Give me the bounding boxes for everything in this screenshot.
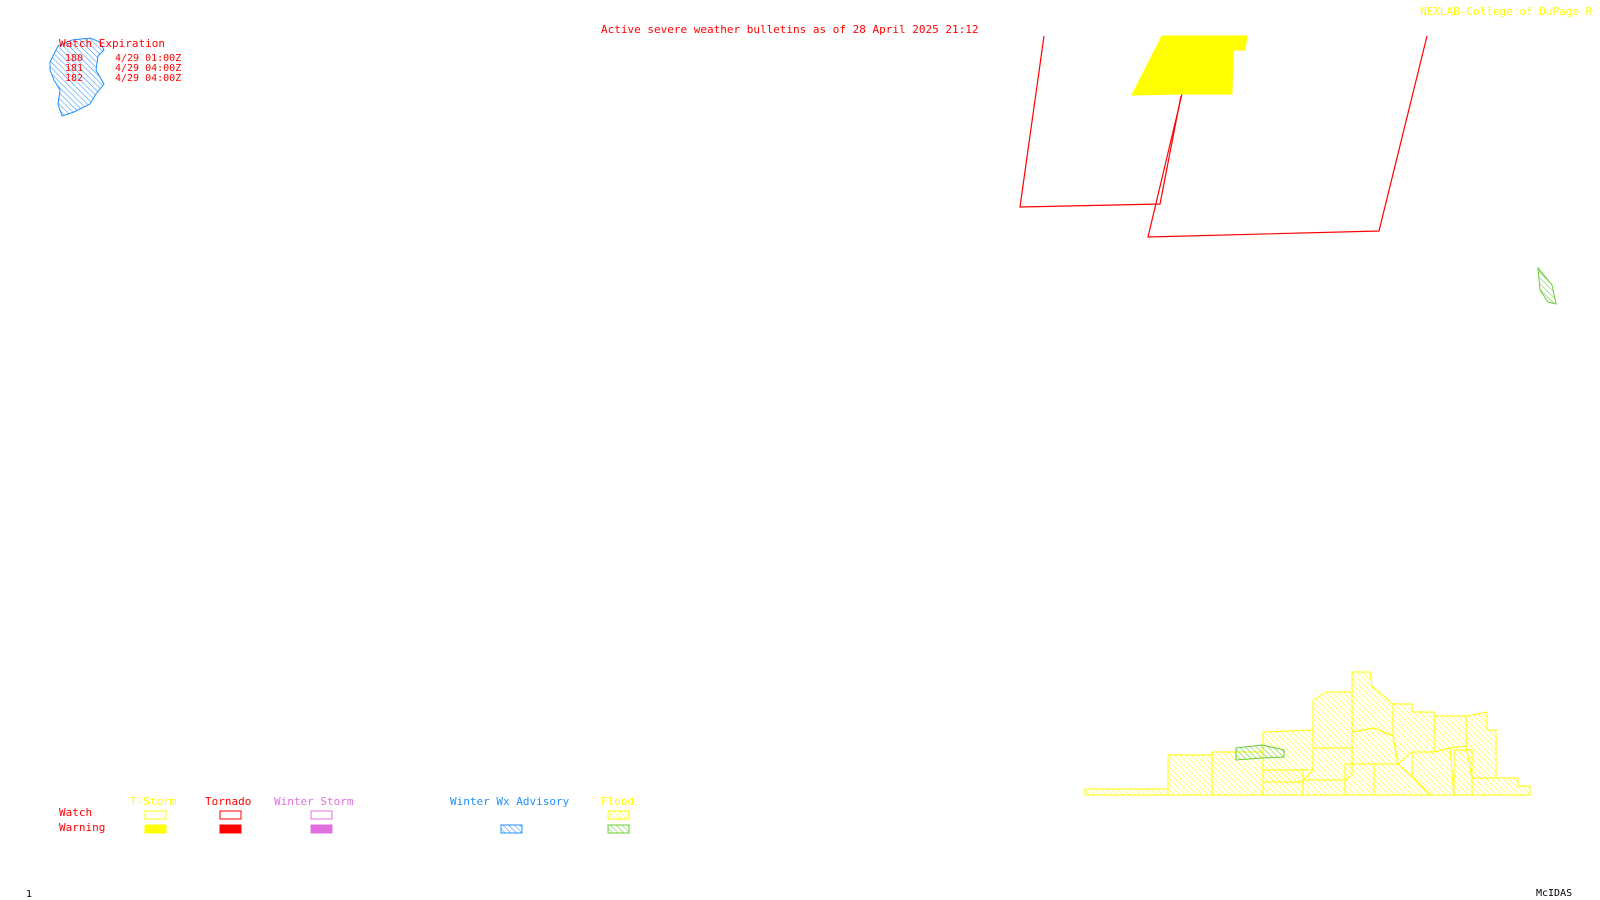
watch-expiration-heading: Watch Expiration bbox=[59, 37, 165, 50]
tornado-watch-box-1 bbox=[1019, 35, 1182, 208]
legend-winter-advisory-label: Winter Wx Advisory bbox=[450, 795, 570, 808]
watch-expires-1: 4/29 04:00Z bbox=[115, 63, 182, 74]
legend-flood-watch-swatch bbox=[607, 810, 630, 820]
legend-flood-label: Flood bbox=[601, 795, 635, 808]
legend-winter-storm-label: Winter Storm bbox=[274, 795, 354, 808]
legend-tornado-watch-swatch bbox=[219, 810, 242, 820]
legend-flood-warning-swatch bbox=[607, 824, 630, 834]
legend-tornado-label: Tornado bbox=[205, 795, 252, 808]
software-label: McIDAS bbox=[1536, 888, 1573, 899]
legend-winter-storm-watch-swatch bbox=[310, 810, 333, 820]
winter-advisory-area bbox=[49, 37, 105, 117]
credit-label: NEXLAB-College of DuPage R bbox=[1420, 5, 1593, 18]
page-title: Active severe weather bulletins as of 28… bbox=[601, 23, 979, 36]
tstorm-warning-area bbox=[1131, 35, 1248, 96]
legend-tstorm-label: T-Storm bbox=[130, 795, 177, 808]
legend-row-warning: Warning bbox=[59, 821, 106, 834]
legend-winter-advisory-swatch bbox=[500, 824, 523, 834]
frame-number: 1 bbox=[26, 889, 33, 900]
watch-number-0: 180 bbox=[65, 53, 84, 64]
flood-watch-counties bbox=[1084, 671, 1531, 796]
legend-swatches bbox=[144, 810, 630, 834]
watch-expires-0: 4/29 01:00Z bbox=[115, 53, 182, 64]
flood-warning-area-east bbox=[1537, 266, 1557, 305]
watch-expires-2: 4/29 04:00Z bbox=[115, 73, 182, 84]
legend-tstorm-warning-swatch bbox=[144, 824, 167, 834]
watch-number-2: 182 bbox=[65, 73, 84, 84]
legend-winter-storm-warning-swatch bbox=[310, 824, 333, 834]
legend-tstorm-watch-swatch bbox=[144, 810, 167, 820]
tornado-watch-box-2 bbox=[1147, 35, 1428, 238]
watch-number-1: 181 bbox=[65, 63, 84, 74]
legend-tornado-warning-swatch bbox=[219, 824, 242, 834]
flood-warning-area-south bbox=[1235, 744, 1285, 761]
legend-row-watch: Watch bbox=[59, 806, 93, 819]
